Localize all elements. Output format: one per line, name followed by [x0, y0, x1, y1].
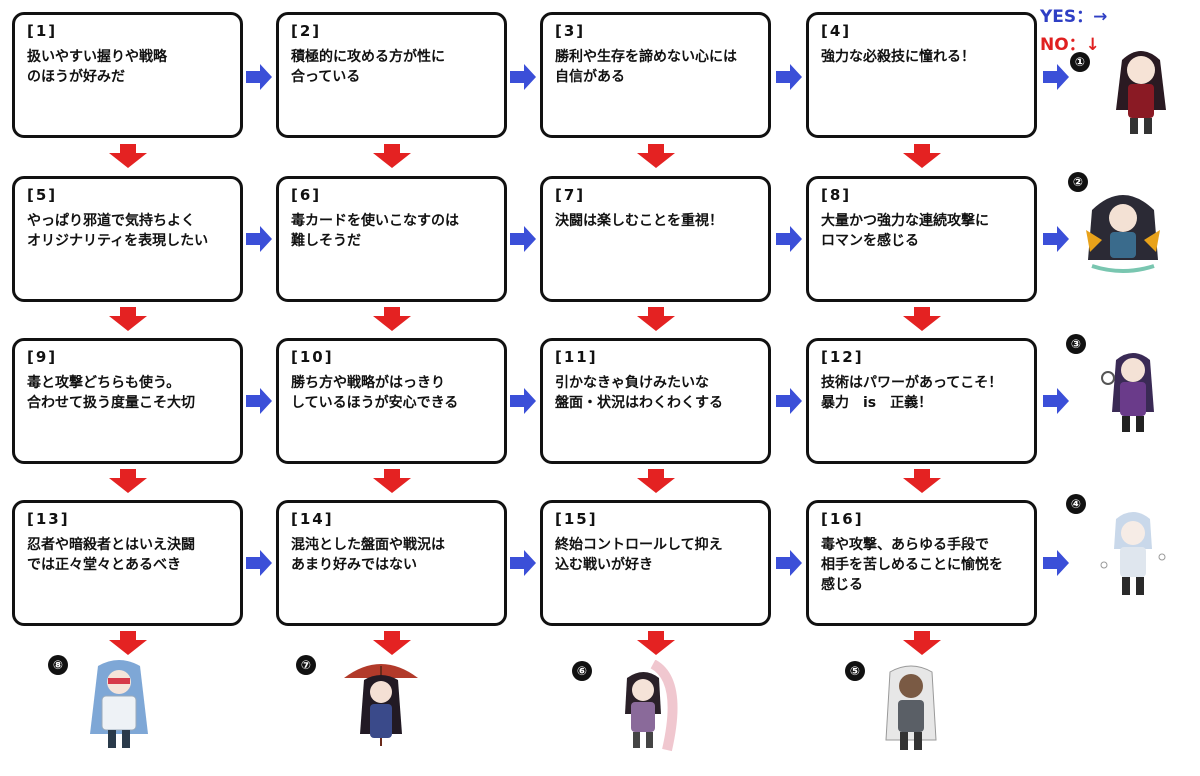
result-badge-6: ⑥	[572, 661, 592, 681]
result-badge-2: ②	[1068, 172, 1088, 192]
question-text: 忍者や暗殺者とはいえ決闘 では正々堂々とあるべき	[27, 536, 195, 574]
yes-arrow-icon	[510, 550, 536, 576]
no-arrow-icon	[373, 631, 411, 655]
result-badge-1: ①	[1070, 52, 1090, 72]
question-text: 決闘は楽しむことを重視！	[555, 212, 723, 229]
yes-arrow-icon	[246, 550, 272, 576]
question-box-13[interactable]: [13] 忍者や暗殺者とはいえ決闘 では正々堂々とあるべき	[12, 500, 243, 626]
character-illustration-6	[625, 660, 678, 752]
question-number: [5]	[27, 186, 58, 204]
yes-arrow-icon	[246, 64, 272, 90]
no-arrow-icon	[903, 631, 941, 655]
no-arrow-icon	[903, 469, 941, 493]
question-box-4[interactable]: [4] 強力な必殺技に憧れる！	[806, 12, 1037, 138]
question-number: [8]	[821, 186, 852, 204]
question-number: [1]	[27, 22, 58, 40]
no-arrow-icon	[109, 469, 147, 493]
yes-arrow-icon	[1043, 226, 1069, 252]
yes-arrow-icon	[776, 388, 802, 414]
question-box-2[interactable]: [2] 積極的に攻める方が性に 合っている	[276, 12, 507, 138]
question-number: [16]	[821, 510, 864, 528]
question-box-9[interactable]: [9] 毒と攻撃どちらも使う。 合わせて扱う度量こそ大切	[12, 338, 243, 464]
no-arrow-icon	[637, 631, 675, 655]
question-text: 大量かつ強力な連続攻撃に ロマンを感じる	[821, 212, 989, 250]
question-text: 毒カードを使いこなすのは 難しそうだ	[291, 212, 459, 250]
no-arrow-icon	[637, 469, 675, 493]
question-box-8[interactable]: [8] 大量かつ強力な連続攻撃に ロマンを感じる	[806, 176, 1037, 302]
no-arrow-icon	[109, 631, 147, 655]
no-arrow-icon	[109, 307, 147, 331]
question-text: 毒と攻撃どちらも使う。 合わせて扱う度量こそ大切	[27, 374, 195, 412]
result-badge-8: ⑧	[48, 655, 68, 675]
result-badge-4: ④	[1066, 494, 1086, 514]
question-text: やっぱり邪道で気持ちよく オリジナリティを表現したい	[27, 212, 209, 250]
yes-arrow-icon	[246, 226, 272, 252]
yes-arrow-icon	[246, 388, 272, 414]
character-illustration-8	[90, 660, 148, 748]
yes-arrow-icon	[510, 64, 536, 90]
question-box-1[interactable]: [1] 扱いやすい握りや戦略 のほうが好みだ	[12, 12, 243, 138]
question-box-15[interactable]: [15] 終始コントロールして抑え 込む戦いが好き	[540, 500, 771, 626]
question-text: 引かなきゃ負けみたいな 盤面・状況はわくわくする	[555, 374, 723, 412]
question-box-12[interactable]: [12] 技術はパワーがあってこそ！ 暴力 is 正義！	[806, 338, 1037, 464]
yes-arrow-icon	[1043, 388, 1069, 414]
question-number: [9]	[27, 348, 58, 366]
question-number: [6]	[291, 186, 322, 204]
no-arrow-icon	[903, 307, 941, 331]
character-illustration-1	[1116, 51, 1166, 134]
question-text: 混沌とした盤面や戦況は あまり好みではない	[291, 536, 445, 574]
question-box-6[interactable]: [6] 毒カードを使いこなすのは 難しそうだ	[276, 176, 507, 302]
character-illustration-2	[1086, 195, 1160, 273]
question-number: [10]	[291, 348, 334, 366]
yes-arrow-icon	[776, 64, 802, 90]
question-text: 強力な必殺技に憧れる！	[821, 48, 975, 65]
yes-arrow-icon	[776, 550, 802, 576]
question-number: [2]	[291, 22, 322, 40]
question-box-7[interactable]: [7] 決闘は楽しむことを重視！	[540, 176, 771, 302]
question-box-11[interactable]: [11] 引かなきゃ負けみたいな 盤面・状況はわくわくする	[540, 338, 771, 464]
question-number: [12]	[821, 348, 864, 366]
character-illustration-3	[1101, 353, 1154, 432]
question-text: 毒や攻撃、あらゆる手段で 相手を苦しめることに愉悦を 感じる	[821, 536, 1003, 594]
question-number: [11]	[555, 348, 598, 366]
result-badge-5: ⑤	[845, 661, 865, 681]
question-text: 扱いやすい握りや戦略 のほうが好みだ	[27, 48, 167, 86]
yes-arrow-icon	[1043, 550, 1069, 576]
question-box-10[interactable]: [10] 勝ち方や戦略がはっきり しているほうが安心できる	[276, 338, 507, 464]
question-box-5[interactable]: [5] やっぱり邪道で気持ちよく オリジナリティを表現したい	[12, 176, 243, 302]
question-number: [7]	[555, 186, 586, 204]
no-arrow-icon	[373, 307, 411, 331]
question-number: [4]	[821, 22, 852, 40]
no-arrow-icon	[903, 144, 941, 168]
question-number: [14]	[291, 510, 334, 528]
question-number: [13]	[27, 510, 70, 528]
question-box-14[interactable]: [14] 混沌とした盤面や戦況は あまり好みではない	[276, 500, 507, 626]
yes-arrow-icon	[1043, 64, 1069, 90]
no-arrow-icon	[373, 469, 411, 493]
no-arrow-icon	[109, 144, 147, 168]
no-arrow-icon	[373, 144, 411, 168]
legend-yes: YES：→	[1040, 7, 1108, 27]
yes-arrow-icon	[776, 226, 802, 252]
character-illustration-5	[885, 665, 937, 750]
question-number: [15]	[555, 510, 598, 528]
question-number: [3]	[555, 22, 586, 40]
no-arrow-icon	[637, 144, 675, 168]
question-text: 終始コントロールして抑え 込む戦いが好き	[555, 536, 723, 574]
question-text: 積極的に攻める方が性に 合っている	[291, 48, 445, 86]
question-box-16[interactable]: [16] 毒や攻撃、あらゆる手段で 相手を苦しめることに愉悦を 感じる	[806, 500, 1037, 626]
yes-arrow-icon	[510, 388, 536, 414]
result-badge-7: ⑦	[296, 655, 316, 675]
yes-arrow-icon	[510, 226, 536, 252]
legend-no: NO：↓	[1040, 35, 1100, 55]
question-box-3[interactable]: [3] 勝利や生存を諦めない心には 自信がある	[540, 12, 771, 138]
question-text: 技術はパワーがあってこそ！ 暴力 is 正義！	[821, 374, 1003, 412]
character-illustration-4	[1100, 512, 1166, 595]
result-badge-3: ③	[1066, 334, 1086, 354]
no-arrow-icon	[637, 307, 675, 331]
character-illustration-7	[344, 664, 418, 746]
question-text: 勝ち方や戦略がはっきり しているほうが安心できる	[291, 374, 459, 412]
question-text: 勝利や生存を諦めない心には 自信がある	[555, 48, 737, 86]
